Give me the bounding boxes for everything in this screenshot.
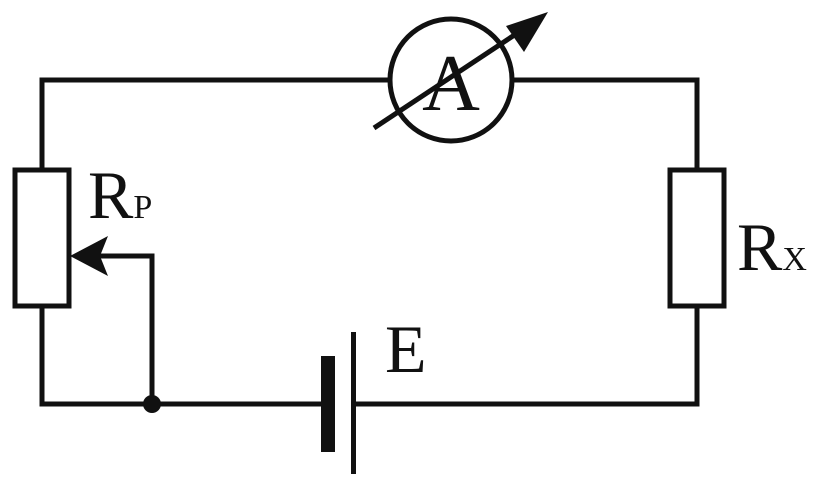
rheostat-label-main: R [88,157,134,233]
battery-label: E [385,311,427,387]
resistor-x-label: RX [737,209,807,285]
rheostat-slider-arrow-icon [70,236,108,276]
rheostat-slider-wire [100,253,155,404]
rheostat-label: RP [88,157,152,233]
resistor-x-label-sub: X [782,241,807,278]
battery-positive-plate [351,332,356,474]
resistor-x: RX [667,167,807,309]
junction-dot [143,395,161,413]
wires [39,77,700,407]
rheostat-body [12,167,72,309]
ammeter-arrowhead-icon [506,12,548,52]
rheostat-label-sub: P [133,189,152,226]
ammeter-arrow-line [372,23,530,131]
ammeter: A [372,12,548,144]
ammeter-circle [387,16,515,144]
battery-negative-plate [321,356,335,452]
rheostat: RP [12,157,161,413]
resistor-x-body [667,167,727,309]
ammeter-symbol: A [422,40,480,128]
battery: E [321,311,427,474]
resistor-x-label-main: R [737,209,783,285]
